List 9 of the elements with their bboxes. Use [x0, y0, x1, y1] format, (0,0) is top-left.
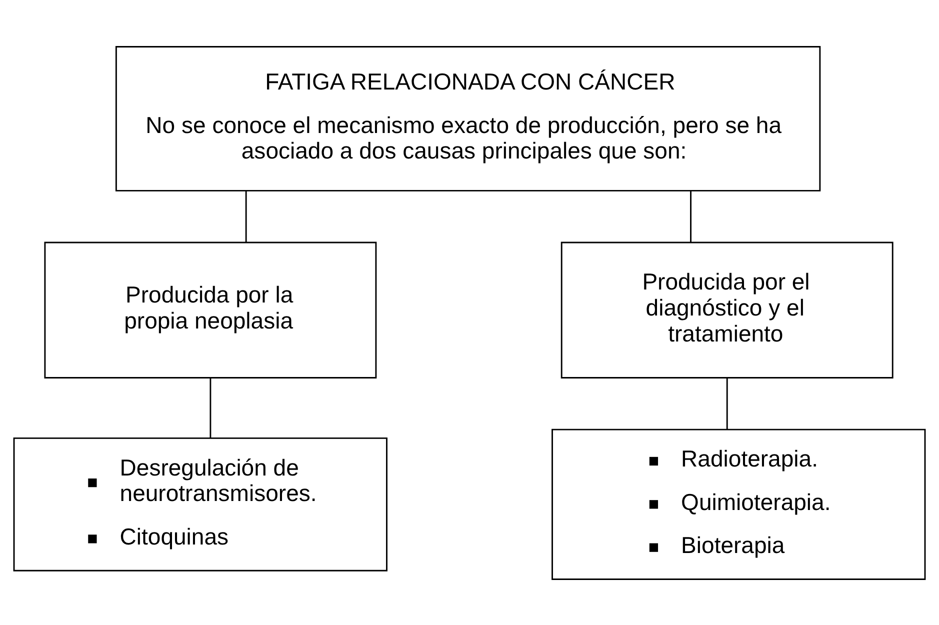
connector — [690, 190, 692, 242]
node-box: Producida por el diagnóstico y el tratamiento — [560, 241, 894, 378]
connector — [245, 190, 247, 242]
connector — [726, 378, 728, 430]
node-box: Desregulación de neurotransmisores. Citoquinas — [13, 436, 388, 571]
node-box: Radioterapia. Quimioterapia. Bioterapia — [552, 428, 926, 580]
node-box: Producida por la propia neoplasia — [44, 241, 377, 378]
connector — [210, 378, 212, 438]
node-box: FATIGA RELACIONADA CON CÁNCER No se conoce el mecanismo exacto de producción, pero se ha asociado a dos causas principales que son: — [115, 46, 821, 191]
